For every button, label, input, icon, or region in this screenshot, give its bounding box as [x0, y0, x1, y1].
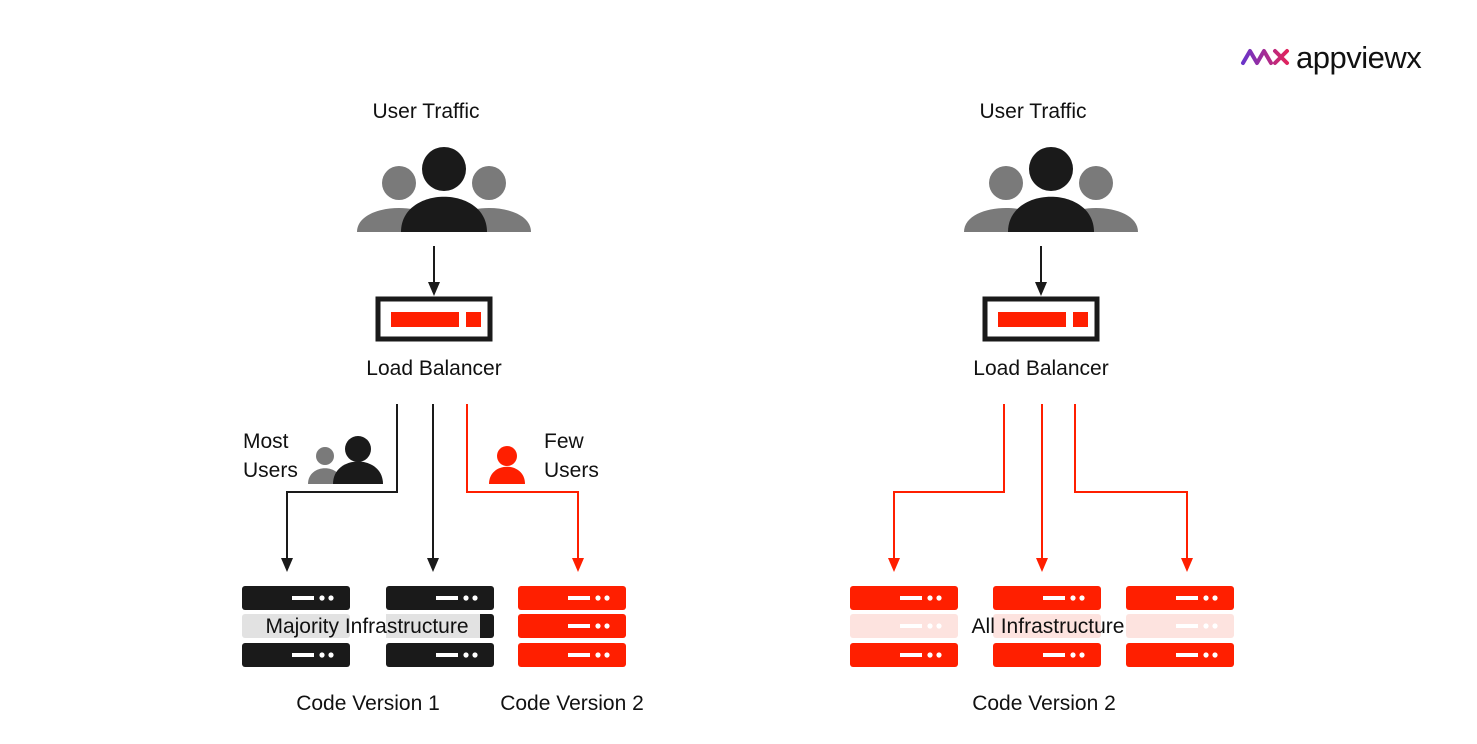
- most-users-label: Most Users: [243, 430, 298, 482]
- left-arrow-to-balancer: [428, 246, 440, 296]
- left-server-stack-3: [518, 586, 626, 667]
- left-route-most: [281, 404, 398, 572]
- right-code-version-2-label: Code Version 2: [972, 692, 1116, 715]
- few-users-label: Few Users: [544, 430, 599, 482]
- left-route-few: [466, 404, 584, 572]
- left-user-traffic-label: User Traffic: [372, 100, 480, 123]
- right-route-middle: [1036, 404, 1048, 572]
- left-server-stack-2: [386, 586, 494, 667]
- left-load-balancer-label: Load Balancer: [366, 357, 502, 380]
- left-server-stack-1: [242, 586, 350, 667]
- left-code-version-1-label: Code Version 1: [296, 692, 440, 715]
- right-users-group-icon: [964, 147, 1138, 232]
- few-users-icon: [489, 446, 525, 484]
- appviewx-logo-icon: [1241, 49, 1289, 65]
- right-arrow-to-balancer: [1035, 246, 1047, 296]
- most-users-icon: [308, 436, 383, 484]
- right-route-left: [888, 404, 1005, 572]
- brand-name: appviewx: [1296, 39, 1422, 75]
- left-users-group-icon: [357, 147, 531, 232]
- right-load-balancer-icon: [985, 299, 1097, 339]
- majority-infrastructure-label: Majority Infrastructure: [265, 615, 469, 638]
- left-code-version-2-label: Code Version 2: [500, 692, 644, 715]
- right-load-balancer-label: Load Balancer: [973, 357, 1109, 380]
- right-server-stack-2: [993, 586, 1101, 667]
- right-user-traffic-label: User Traffic: [979, 100, 1087, 123]
- all-infrastructure-label: All Infrastructure: [971, 615, 1125, 638]
- left-load-balancer-icon: [378, 299, 490, 339]
- left-route-middle: [427, 404, 439, 572]
- right-server-stack-3: [1126, 586, 1234, 667]
- right-route-right: [1074, 404, 1193, 572]
- appviewx-logo: appviewx: [1240, 39, 1422, 75]
- right-server-stack-1: [850, 586, 958, 667]
